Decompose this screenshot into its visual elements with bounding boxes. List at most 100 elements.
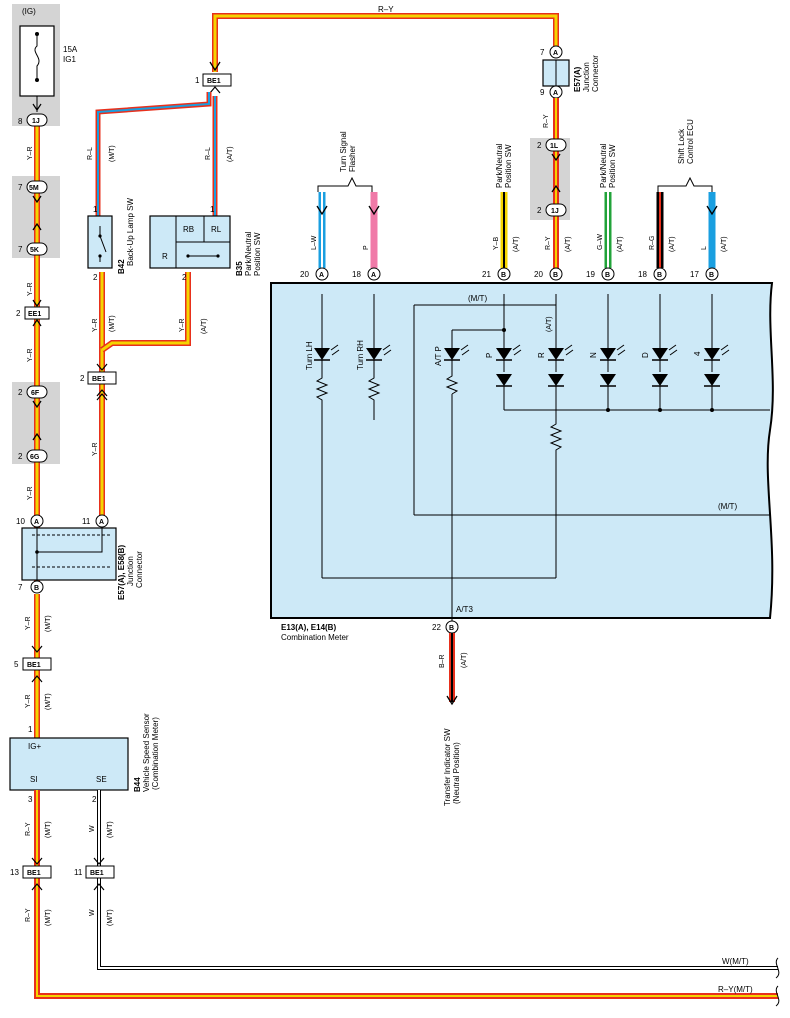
svg-text:E57(A), E58(B): E57(A), E58(B) xyxy=(117,545,126,600)
center-yr-wire xyxy=(99,272,191,520)
svg-text:B44: B44 xyxy=(133,777,142,792)
meter-input-pin-code: A xyxy=(371,272,376,279)
svg-text:2: 2 xyxy=(80,374,85,383)
meter-input-pin-number: 19 xyxy=(586,270,595,279)
svg-text:(Neutral Position): (Neutral Position) xyxy=(452,742,461,804)
svg-text:7: 7 xyxy=(18,183,23,192)
diode-four xyxy=(704,374,720,392)
svg-text:1J: 1J xyxy=(551,208,559,215)
svg-text:(M/T): (M/T) xyxy=(107,909,114,926)
fuse-rating: 15A xyxy=(63,45,78,54)
svg-text:SI: SI xyxy=(30,775,38,784)
svg-text:(M/T): (M/T) xyxy=(107,821,114,838)
jp-5m-oval xyxy=(26,180,48,194)
meter-input-arrow-6 xyxy=(706,205,718,216)
svg-text:Turn Signal: Turn Signal xyxy=(339,131,348,172)
led-p xyxy=(496,344,522,372)
meter-input-pin-number: 20 xyxy=(534,270,543,279)
meter-input-pin-code: B xyxy=(605,272,610,279)
svg-text:B42: B42 xyxy=(117,259,126,274)
svg-text:Position SW: Position SW xyxy=(253,232,262,276)
svg-text:D: D xyxy=(641,352,650,358)
svg-text:(A/T): (A/T) xyxy=(227,146,234,162)
svg-text:5M: 5M xyxy=(29,185,39,192)
svg-text:A: A xyxy=(34,519,39,526)
svg-text:(M/T): (M/T) xyxy=(45,821,52,838)
svg-text:3: 3 xyxy=(28,795,33,804)
svg-text:8: 8 xyxy=(18,117,23,126)
svg-text:7: 7 xyxy=(18,245,23,254)
meter-input-wire-label: G–W xyxy=(597,234,604,250)
meter-input-wire-label: R–G xyxy=(649,236,656,250)
svg-text:2: 2 xyxy=(537,141,542,150)
svg-text:R–Y: R–Y xyxy=(25,822,32,836)
svg-text:Junction: Junction xyxy=(582,62,591,92)
svg-text:7: 7 xyxy=(18,583,23,592)
svg-text:(M/T): (M/T) xyxy=(45,693,52,710)
svg-text:Combination Meter: Combination Meter xyxy=(281,633,349,642)
be1-mid xyxy=(87,371,117,385)
svg-text:Y–R: Y–R xyxy=(27,146,34,160)
svg-text:Y–R: Y–R xyxy=(25,616,32,630)
meter-input-wire-label: L–W xyxy=(311,235,318,250)
svg-text:(A/T): (A/T) xyxy=(461,652,468,668)
meter-input-pin xyxy=(601,267,615,281)
be1-11 xyxy=(85,865,115,879)
svg-text:B: B xyxy=(34,585,39,592)
svg-text:R–L: R–L xyxy=(205,147,212,160)
meter-input-wire-label: P xyxy=(363,245,370,250)
svg-text:2: 2 xyxy=(537,206,542,215)
meter-input-pin-number: 20 xyxy=(300,270,309,279)
svg-text:Transfer Indicator SW: Transfer Indicator SW xyxy=(443,728,452,806)
svg-text:9: 9 xyxy=(540,88,545,97)
svg-text:BE1: BE1 xyxy=(207,78,221,85)
be1-top xyxy=(202,73,232,87)
svg-text:Park/Neutral: Park/Neutral xyxy=(599,143,608,188)
svg-text:R: R xyxy=(162,252,168,261)
meter-input-pin xyxy=(705,267,719,281)
led-four xyxy=(704,344,730,372)
led-turn-lh xyxy=(314,344,340,372)
jp-6g-oval xyxy=(26,449,48,463)
vehicle-speed-sensor xyxy=(9,737,129,791)
svg-text:BE1: BE1 xyxy=(27,870,41,877)
led-n xyxy=(600,344,626,372)
svg-text:Y–R: Y–R xyxy=(25,694,32,708)
meter-input-wire-label: Y–B xyxy=(493,236,500,250)
svg-text:Connector: Connector xyxy=(591,55,600,92)
svg-text:R–Y: R–Y xyxy=(543,114,550,128)
svg-text:E13(A), E14(B): E13(A), E14(B) xyxy=(281,623,336,632)
svg-text:(A/T): (A/T) xyxy=(546,316,553,332)
svg-text:11: 11 xyxy=(82,517,91,526)
led-turn-rh xyxy=(366,344,392,372)
meter-input-pin xyxy=(367,267,381,281)
svg-text:SE: SE xyxy=(96,775,107,784)
meter-input-wire-label: L xyxy=(701,246,708,250)
svg-text:E57(A): E57(A) xyxy=(573,66,582,92)
svg-text:A: A xyxy=(99,519,104,526)
meter-input-pin xyxy=(497,267,511,281)
svg-text:W: W xyxy=(89,825,96,832)
meter-input-2: Y–B(A/T)B21P xyxy=(482,192,520,296)
svg-text:2: 2 xyxy=(92,795,97,804)
svg-text:N: N xyxy=(589,352,598,358)
meter-input-pin-code: B xyxy=(709,272,714,279)
svg-text:1: 1 xyxy=(195,76,200,85)
svg-text:R–Y: R–Y xyxy=(25,908,32,922)
meter-input-pin-number: 18 xyxy=(638,270,647,279)
meter-input-wires: L–WA20BPA18BY–B(A/T)B21PR–Y(A/T)B20RG–W(… xyxy=(300,192,728,296)
svg-text:A/T P: A/T P xyxy=(434,346,443,366)
svg-text:Y–R: Y–R xyxy=(27,348,34,362)
svg-text:Position SW: Position SW xyxy=(608,144,617,188)
svg-text:(M/T): (M/T) xyxy=(468,294,487,303)
svg-text:Y–R: Y–R xyxy=(179,318,186,332)
svg-text:1: 1 xyxy=(210,205,215,214)
jp-5k-oval xyxy=(26,242,48,256)
svg-text:P: P xyxy=(485,353,494,358)
meter-input-pin xyxy=(653,267,667,281)
meter-input-5: R–G(A/T)B18D xyxy=(638,192,676,296)
svg-text:Connector: Connector xyxy=(135,551,144,588)
svg-text:22: 22 xyxy=(432,623,441,632)
meter-input-arrow-0 xyxy=(316,205,328,216)
svg-text:Y–R: Y–R xyxy=(92,318,99,332)
